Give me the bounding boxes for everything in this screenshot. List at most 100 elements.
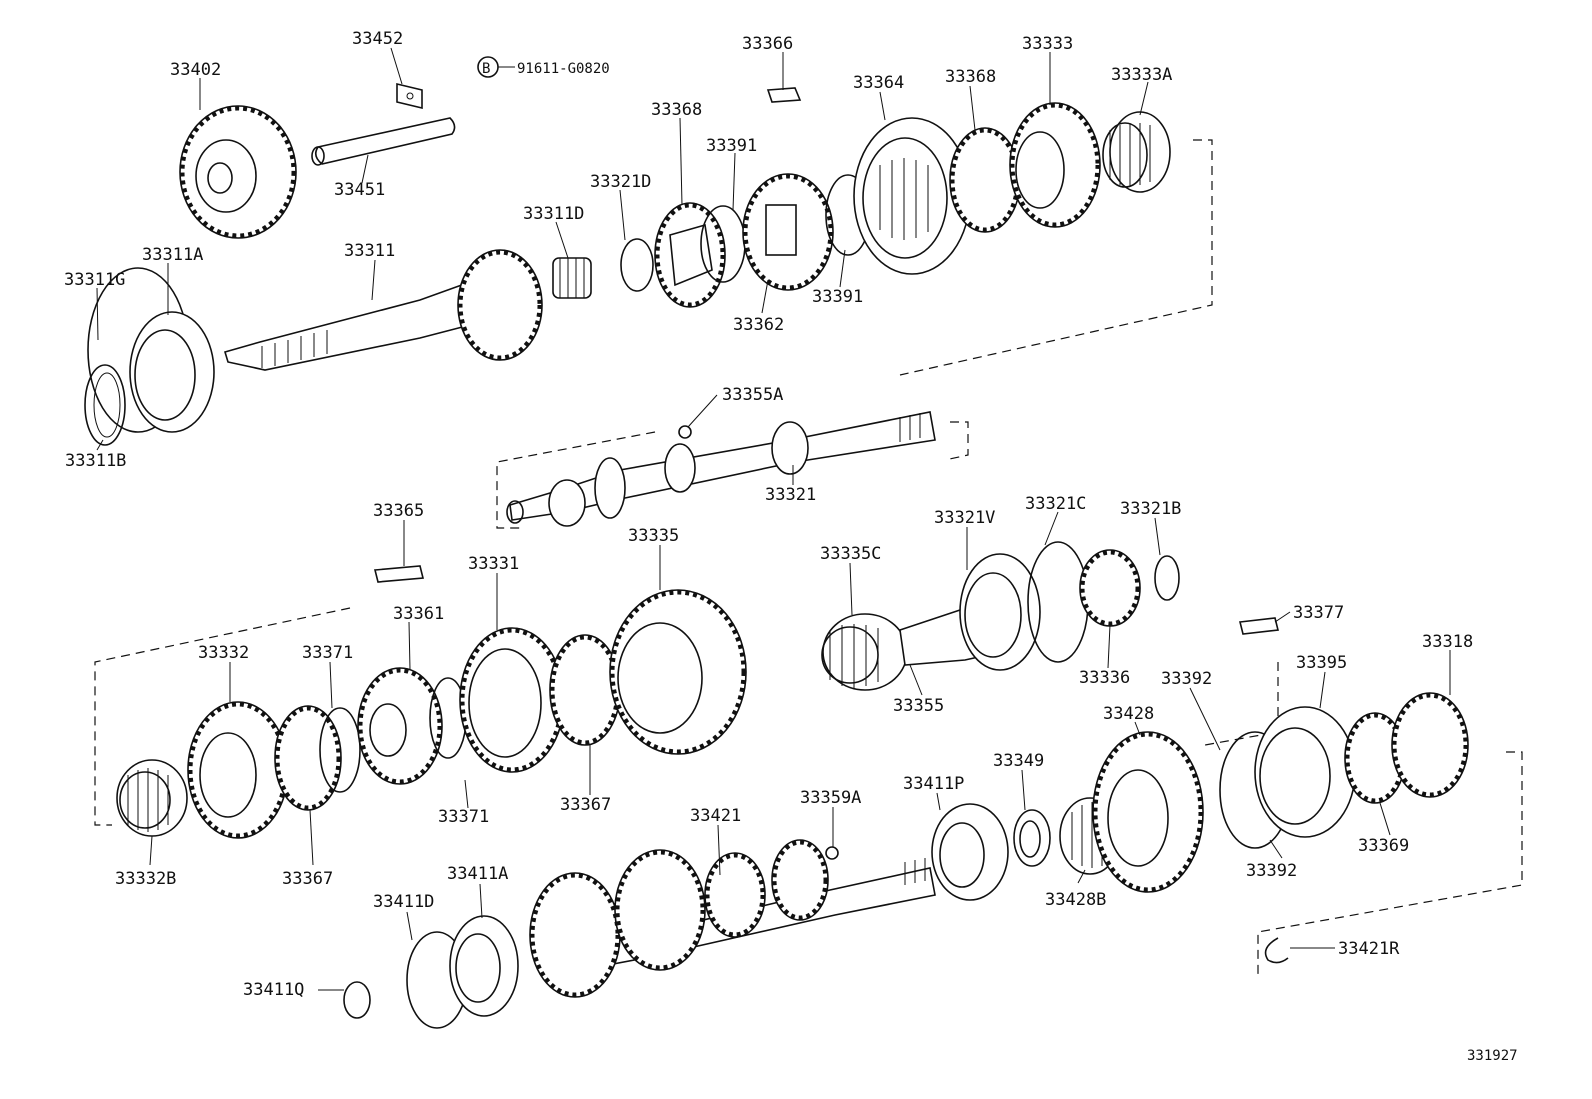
label-33411D: 33411D xyxy=(373,892,434,912)
bolt-symbol: B xyxy=(477,56,515,78)
synchro-ring-33367-a xyxy=(549,634,621,746)
assembly-outline-right xyxy=(1204,662,1523,978)
label-33368-a: 33368 xyxy=(945,67,996,87)
synchro-ring-33368-a xyxy=(654,202,726,308)
synchro-ring-33367-b xyxy=(274,705,342,811)
assembly-outline-mainshaft xyxy=(496,421,969,529)
label-33332: 33332 xyxy=(198,643,249,663)
label-33392-b: 33392 xyxy=(1246,861,1297,881)
label-33365: 33365 xyxy=(373,501,424,521)
label-33331: 33331 xyxy=(468,554,519,574)
label-33335: 33335 xyxy=(628,526,679,546)
label-33321D: 33321D xyxy=(590,172,651,192)
label-33428B: 33428B xyxy=(1045,890,1106,910)
label-33349: 33349 xyxy=(993,751,1044,771)
label-33321: 33321 xyxy=(765,485,816,505)
label-33321C: 33321C xyxy=(1025,494,1086,514)
label-33402: 33402 xyxy=(170,60,221,80)
label-33332B: 33332B xyxy=(115,869,176,889)
label-33369: 33369 xyxy=(1358,836,1409,856)
label-33318: 33318 xyxy=(1422,632,1473,652)
label-91611-G0820: 91611-G0820 xyxy=(517,61,610,77)
label-33368-b: 33368 xyxy=(651,100,702,120)
label-33355: 33355 xyxy=(893,696,944,716)
gear-33402 xyxy=(179,105,297,239)
sleeve-33395 xyxy=(1254,706,1356,838)
label-33421: 33421 xyxy=(690,806,741,826)
bearing-33333A xyxy=(1102,111,1171,193)
label-33311A: 33311A xyxy=(142,245,203,265)
label-33333: 33333 xyxy=(1022,34,1073,54)
label-33391-b: 33391 xyxy=(812,287,863,307)
label-33452: 33452 xyxy=(352,29,403,49)
ball-33355A xyxy=(678,425,692,439)
bearing-33335C xyxy=(821,613,908,691)
label-33336: 33336 xyxy=(1079,668,1130,688)
key-33365 xyxy=(373,565,425,583)
label-33364: 33364 xyxy=(853,73,904,93)
washer-33349 xyxy=(1013,809,1051,867)
label-33311G: 33311G xyxy=(64,270,125,290)
label-33359A: 33359A xyxy=(800,788,861,808)
label-33411Q: 33411Q xyxy=(243,980,304,1000)
bearing-33321V xyxy=(959,553,1041,671)
label-33392-a: 33392 xyxy=(1161,669,1212,689)
label-33428: 33428 xyxy=(1103,704,1154,724)
label-33421R: 33421R xyxy=(1338,939,1400,959)
leader-lines xyxy=(96,47,1451,991)
label-33355A: 33355A xyxy=(722,385,783,405)
part-labels: 33402 33452 91611-G0820 33366 33333 3336… xyxy=(64,29,1518,1064)
label-33367-a: 33367 xyxy=(560,795,611,815)
shaft-33451 xyxy=(311,117,456,166)
gear-33333 xyxy=(1009,102,1101,228)
ball-33359A xyxy=(825,846,839,860)
plate-33452 xyxy=(396,82,423,110)
svg-text:B: B xyxy=(482,61,490,77)
label-33371-b: 33371 xyxy=(438,807,489,827)
key-33377 xyxy=(1239,617,1279,635)
gear-33332 xyxy=(187,701,289,839)
label-33321B: 33321B xyxy=(1120,499,1181,519)
snap-ring-33421R xyxy=(1264,937,1289,964)
synchro-ring-33368-b xyxy=(949,127,1021,233)
label-33366: 33366 xyxy=(742,34,793,54)
snap-ring-33321B xyxy=(1154,555,1180,601)
spring-33371-a xyxy=(319,707,361,793)
label-33361: 33361 xyxy=(393,604,444,624)
countershaft-33421 xyxy=(529,839,936,998)
label-33362: 33362 xyxy=(733,315,784,335)
label-33371-a: 33371 xyxy=(302,643,353,663)
drawing-number: 331927 xyxy=(1467,1048,1518,1064)
label-33411P: 33411P xyxy=(903,774,964,794)
label-33367-b: 33367 xyxy=(282,869,333,889)
label-33311B: 33311B xyxy=(65,451,126,471)
gear-33428 xyxy=(1092,731,1204,893)
gear-33336 xyxy=(1079,549,1141,627)
label-33451: 33451 xyxy=(334,180,385,200)
label-33395: 33395 xyxy=(1296,653,1347,673)
bearing-33311D xyxy=(552,257,592,299)
bearing-33332B xyxy=(116,759,188,837)
hub-33362 xyxy=(742,87,834,291)
main-shaft-33321 xyxy=(506,411,936,527)
gear-33335 xyxy=(609,589,747,755)
snap-ring-33321D xyxy=(620,238,654,292)
sleeve-33364 xyxy=(853,117,971,275)
snap-ring-33411Q xyxy=(343,981,371,1019)
snap-ring-33311B xyxy=(84,364,126,446)
hub-33361 xyxy=(357,667,443,785)
gear-33318 xyxy=(1391,692,1469,798)
bearing-33411P xyxy=(931,803,1009,901)
label-33333A: 33333A xyxy=(1111,65,1172,85)
label-33335C: 33335C xyxy=(820,544,881,564)
input-shaft-33311 xyxy=(224,249,543,371)
label-33321V: 33321V xyxy=(934,508,995,528)
bearing-33411A xyxy=(449,915,519,1017)
sleeve-33331 xyxy=(459,627,565,773)
label-33391-a: 33391 xyxy=(706,136,757,156)
label-33311D: 33311D xyxy=(523,204,584,224)
label-33377: 33377 xyxy=(1293,603,1344,623)
label-33411A: 33411A xyxy=(447,864,508,884)
bearing-33311A xyxy=(129,311,215,433)
